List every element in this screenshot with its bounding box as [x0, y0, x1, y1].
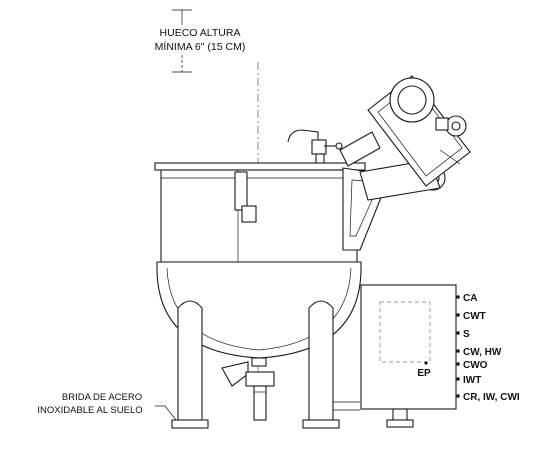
connection-label-s: S: [463, 329, 470, 340]
connection-label-ca: CA: [463, 293, 477, 304]
flange-callout: BRIDA DE ACERO INOXIDABLE AL SUELO: [37, 392, 177, 421]
flange-label-line1: BRIDA DE ACERO: [62, 392, 142, 403]
connection-label-cwo: CWO: [463, 360, 488, 371]
tilt-mechanism: [339, 75, 471, 251]
connection-label-cw-hw: CW, HW: [463, 347, 502, 358]
connection-label-cr-iw-cwi: CR, IW, CWI: [463, 392, 520, 403]
faucet: [287, 129, 343, 164]
utility-box: EP: [360, 284, 457, 428]
clearance-label-line2: MÍNIMA 6" (15 CM): [155, 40, 246, 53]
clearance-dimension: HUECO ALTURA MÍNIMA 6" (15 CM): [155, 9, 246, 73]
ep-label: EP: [417, 368, 431, 379]
connection-label-iwt: IWT: [463, 375, 481, 386]
connection-labels: CA CWT S CW, HW CWO IWT CR, IW, CWI: [456, 293, 520, 403]
clearance-label-line1: HUECO ALTURA: [160, 27, 241, 39]
legs: [171, 300, 360, 429]
connection-label-cwt: CWT: [463, 311, 486, 322]
flange-label-line2: INOXIDABLE AL SUELO: [37, 405, 142, 416]
